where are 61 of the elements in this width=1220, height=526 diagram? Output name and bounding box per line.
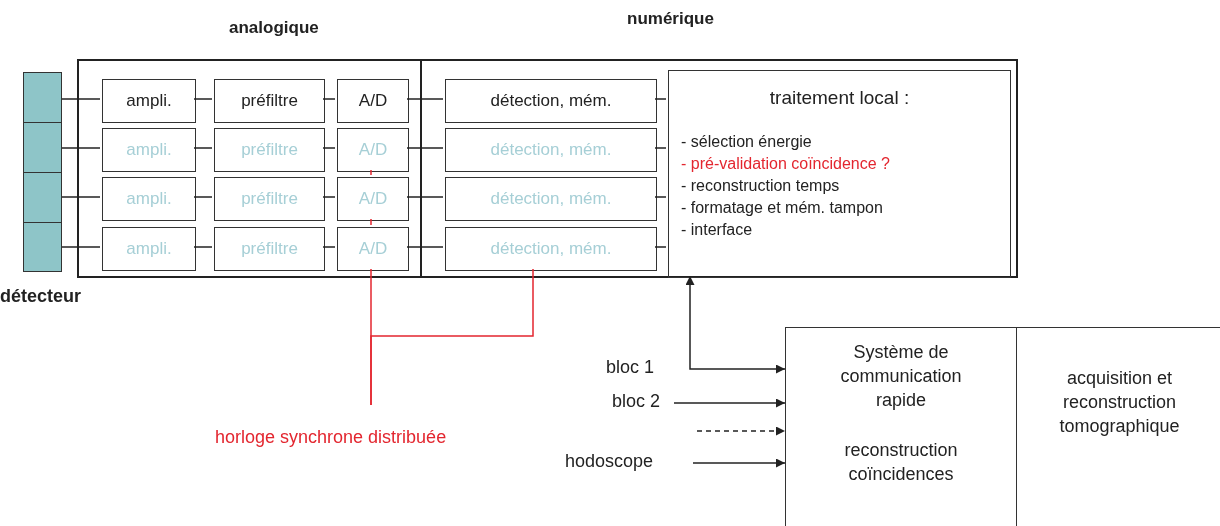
list-item: - interface	[681, 220, 754, 240]
system-box	[785, 327, 1017, 526]
connector-line	[322, 147, 336, 149]
connector-line	[193, 196, 213, 198]
process-box: A/D	[337, 128, 409, 172]
detector-bar	[23, 72, 62, 272]
connector-line	[654, 246, 667, 248]
arrow	[673, 398, 786, 408]
connector-line	[406, 246, 444, 248]
list-item: - sélection énergie	[681, 132, 813, 152]
connector-line	[370, 169, 372, 176]
process-box: détection, mém.	[445, 128, 657, 172]
input-label: hodoscope	[565, 451, 693, 475]
process-box: préfiltre	[214, 227, 325, 271]
connector-line	[654, 98, 667, 100]
process-box: détection, mém.	[445, 227, 657, 271]
process-box: détection, mém.	[445, 79, 657, 123]
list-item: - pré-validation coïncidence ?	[681, 154, 891, 174]
list-item: - reconstruction temps	[681, 176, 841, 196]
arrow	[685, 275, 786, 374]
connector-line	[370, 218, 372, 226]
connector-line	[322, 98, 336, 100]
process-box: ampli.	[102, 177, 196, 221]
process-box: ampli.	[102, 227, 196, 271]
process-box: A/D	[337, 227, 409, 271]
box-text: acquisition et reconstruction tomographique	[1059, 367, 1180, 438]
connector-line	[322, 246, 336, 248]
box-text: reconstruction coïncidences	[843, 439, 959, 486]
process-box: A/D	[337, 177, 409, 221]
list-item: - formatage et mém. tampon	[681, 198, 884, 218]
connector-line	[406, 98, 444, 100]
connector-line	[406, 196, 444, 198]
connector-line	[654, 147, 667, 149]
process-box: détection, mém.	[445, 177, 657, 221]
connector-line	[370, 268, 534, 406]
arrow	[692, 458, 786, 468]
box-heading: traitement local :	[768, 87, 911, 109]
connector-line	[61, 246, 101, 248]
section-heading: analogique	[229, 18, 319, 38]
connector-line	[193, 246, 213, 248]
clock-label: horloge synchrone distribuée	[215, 405, 445, 485]
process-box: préfiltre	[214, 128, 325, 172]
detector-caption: détecteur	[0, 286, 82, 307]
process-box: préfiltre	[214, 177, 325, 221]
connector-line	[322, 196, 336, 198]
connector-line	[406, 147, 444, 149]
process-box: préfiltre	[214, 79, 325, 123]
process-box: ampli.	[102, 79, 196, 123]
process-box: A/D	[337, 79, 409, 123]
connector-line	[193, 147, 213, 149]
connector-line	[61, 98, 101, 100]
processing-box	[668, 70, 1011, 278]
process-box: ampli.	[102, 128, 196, 172]
connector-line	[193, 98, 213, 100]
arrow	[696, 426, 786, 436]
connector-line	[654, 196, 667, 198]
connector-line	[61, 147, 101, 149]
box-text: Système de communication rapide	[839, 341, 963, 412]
section-heading: numérique	[627, 9, 714, 29]
input-label: bloc 2	[612, 391, 674, 415]
connector-line	[61, 196, 101, 198]
